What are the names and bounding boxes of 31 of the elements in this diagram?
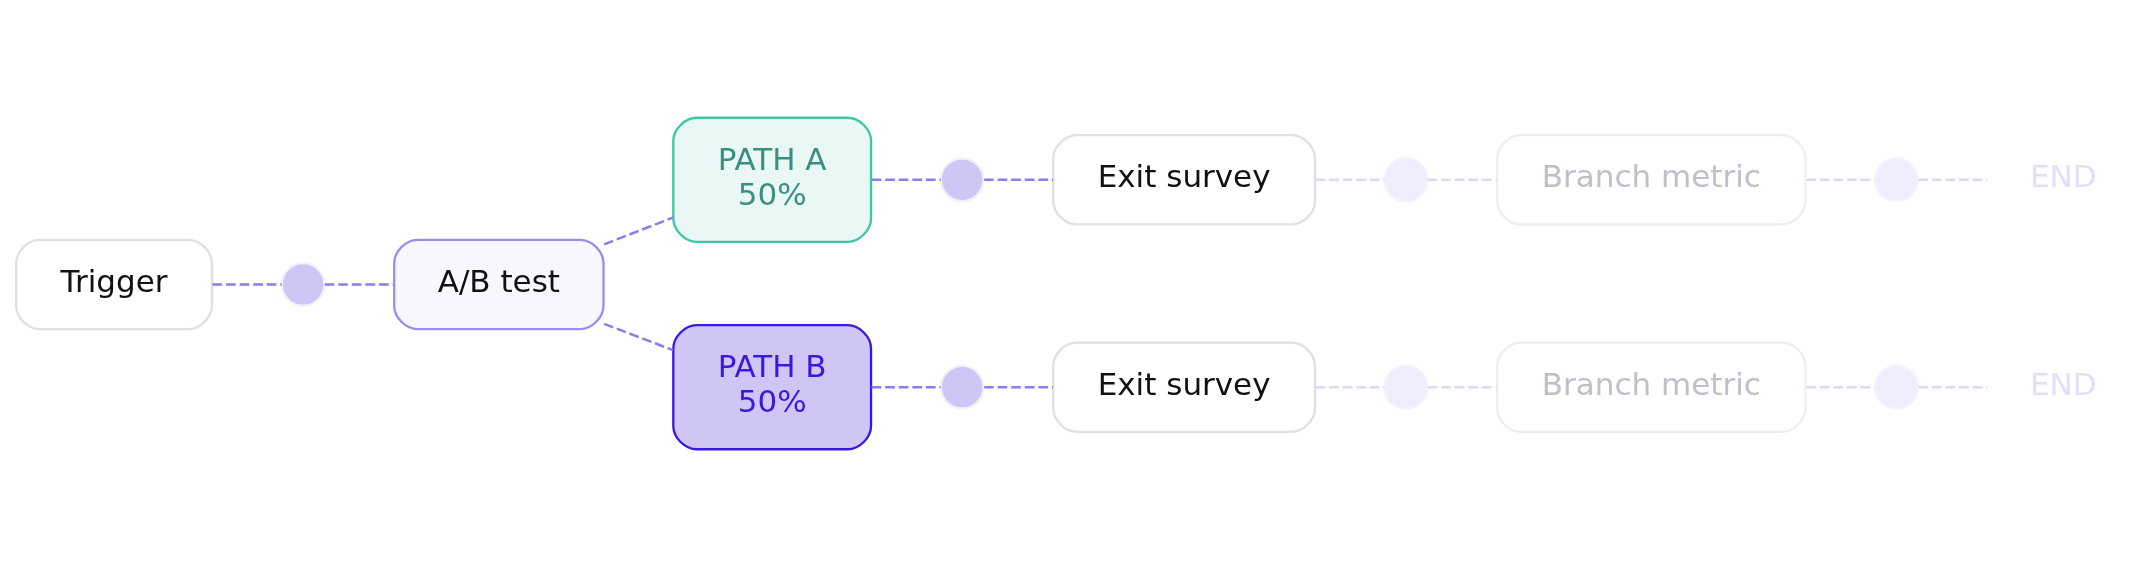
connector xyxy=(603,322,674,352)
connector xyxy=(324,283,394,286)
connector xyxy=(1427,178,1497,182)
connector xyxy=(1315,385,1385,389)
connector xyxy=(1918,178,1988,182)
node-box: Branch metric xyxy=(1496,134,1807,226)
connector xyxy=(984,178,1054,182)
node-box: Branch metric xyxy=(1496,341,1807,433)
node-box: Trigger xyxy=(15,238,214,331)
node-circle xyxy=(1874,157,1920,203)
node-circle xyxy=(1383,157,1429,203)
connector xyxy=(212,283,282,286)
node-box: Exit survey xyxy=(1052,341,1317,433)
node-box: PATH A 50% xyxy=(672,116,873,243)
node-box: PATH B 50% xyxy=(672,324,873,451)
connector xyxy=(984,385,1054,389)
connector xyxy=(603,216,674,246)
connector xyxy=(1315,178,1385,182)
connector xyxy=(1427,385,1497,389)
node-box: A/B test xyxy=(393,238,605,331)
node-circle xyxy=(939,157,985,203)
connector xyxy=(1806,385,1875,389)
node-circle xyxy=(1874,364,1920,410)
node-circle xyxy=(280,262,326,307)
node-circle xyxy=(1383,364,1429,410)
connector xyxy=(871,385,941,389)
node-circle xyxy=(939,364,985,410)
connector xyxy=(1918,385,1988,389)
node-box: Exit survey xyxy=(1052,134,1317,226)
connector xyxy=(1806,178,1875,182)
connector xyxy=(871,178,941,182)
